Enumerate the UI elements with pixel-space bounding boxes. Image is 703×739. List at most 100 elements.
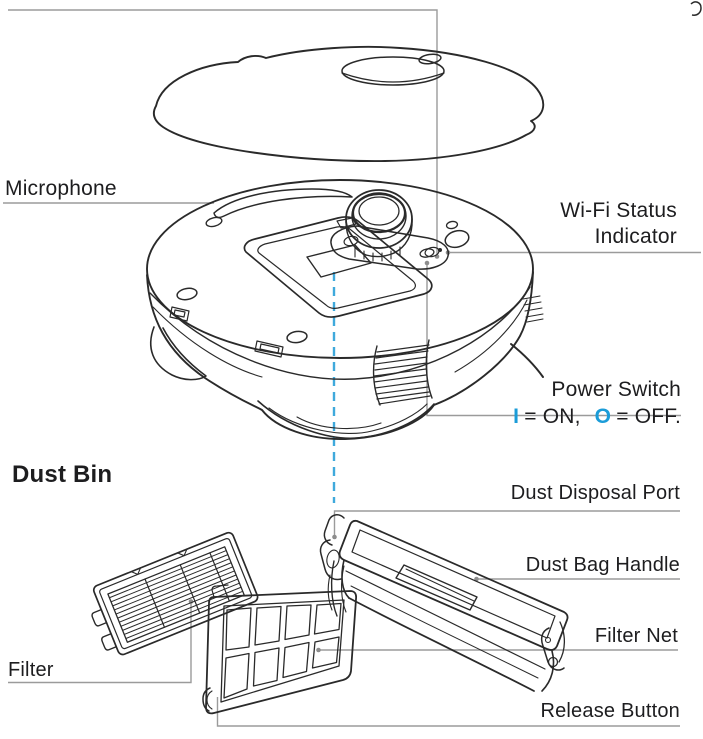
body-side-silhouette [146,271,534,440]
filter-net-leader-dot [316,647,321,653]
dust-disposal-port-label: Dust Disposal Port [510,482,680,504]
wifi-indicator-pad-small [445,220,459,230]
dust-bin-bay [243,216,433,318]
dust-bag-handle-label: Dust Bag Handle [525,554,680,576]
bumper-seam [149,286,531,380]
bin-top-face [338,519,569,651]
bin-front-seam-lower [350,585,539,679]
release-tab-outer [202,687,211,712]
lid-inner-frame [220,599,345,703]
bin-front-seam [345,570,546,670]
hinge-curve-1 [330,560,338,617]
rim-slot-front [254,340,284,358]
hinge-curve-3 [327,574,333,611]
robot-top-cover [152,45,545,162]
wifi-status-label-line1: Wi-Fi Status [560,199,677,222]
power-switch-title: Power Switch [551,378,681,401]
lid-lip-crescent [213,188,353,219]
bin-right-edge [541,650,555,692]
base-arc-outer [257,400,435,439]
rim-slot-left [169,306,190,322]
bin-right-latch [540,621,566,671]
power-off-symbol: O [594,405,612,429]
latch-pin [544,636,552,644]
bag-handle-recess-inner [405,568,475,602]
vent-left-edge [372,345,381,406]
bumper-seam-right [454,299,528,373]
top-right-curl [690,1,702,16]
bay-latch [336,217,357,229]
filter-net-label: Filter Net [594,625,678,647]
leader-lines [3,9,701,727]
indicator-led-dot [438,248,442,252]
port-opening [326,549,340,569]
filter-net-grid [223,602,342,699]
dust-bin-heading: Dust Bin [12,461,113,488]
top-hole-front [286,330,308,344]
turret-side-right [393,218,413,254]
microphone-label: Microphone [5,177,117,200]
dust-bag-handle-leader-dot [474,576,479,582]
top-cover-small-hole [418,53,442,65]
release-tab-inner [206,690,213,710]
bay-inner [257,226,416,309]
turret-top-ring [351,192,407,234]
top-leader-line [8,9,438,256]
power-switch-label: Power Switch I= ON, O= OFF. [513,377,681,430]
filter-net-lid [202,584,358,715]
robot-body [146,179,544,440]
bay-outer [243,216,433,318]
filter-pleats [108,550,244,640]
disposal-port-detail [319,514,345,581]
latch-end-curve [558,621,566,663]
right-bumper-ribs [522,295,544,323]
power-leader-dot [424,260,430,266]
turret-bottom-arc [365,252,395,258]
filter-cross-ribs [144,552,230,628]
port-snout [319,539,342,581]
top-face-details [169,188,470,358]
vent-grille [372,295,544,406]
base-arc-inner [268,403,428,434]
release-button-leader-line [216,697,680,727]
power-on-symbol: I [513,405,520,429]
dust-bin-body [319,514,569,692]
bin-front-left-edge [341,559,350,599]
disposal-port-leader-line [333,510,680,536]
wifi-status-label-line2: Indicator [594,225,677,249]
power-switch-states: I= ON, O= OFF. [513,404,681,430]
power-on-text: = ON, [524,405,581,429]
pleated-filter [91,531,259,656]
bay-window [306,244,372,278]
top-cover-opening-rim [341,72,445,83]
filter-leader-line [8,601,192,684]
power-leader-line [426,263,681,417]
filter-label: Filter [8,659,54,681]
power-off-text: = OFF. [616,405,681,429]
lid-outer-frame [205,590,358,715]
filter-side-tabs [91,608,117,651]
base-roller [296,416,382,430]
microphone-hole [205,216,223,228]
base-rollers [257,400,435,439]
bin-front-bottom [348,597,535,692]
bag-handle-recess [395,564,478,611]
top-hole-left [176,287,198,301]
release-button-label: Release Button [540,700,680,722]
turret-inner-ring [358,196,400,226]
filter-inner-frame [99,538,253,650]
top-cover-opening [341,56,445,86]
disposal-port-leader-dot [332,534,337,540]
wifi-indicator-pad-large [444,229,470,249]
port-top-tab [323,514,345,546]
bin-top-inner-rim [351,529,556,639]
latch-clip [540,627,565,671]
top-cover-outline [152,45,545,162]
lidar-turret [330,189,450,270]
latch-knob [547,656,559,668]
release-button-tab [202,687,213,712]
wifi-status-label: Wi-Fi Status Indicator [560,198,677,250]
filter-outer-frame [92,531,259,656]
